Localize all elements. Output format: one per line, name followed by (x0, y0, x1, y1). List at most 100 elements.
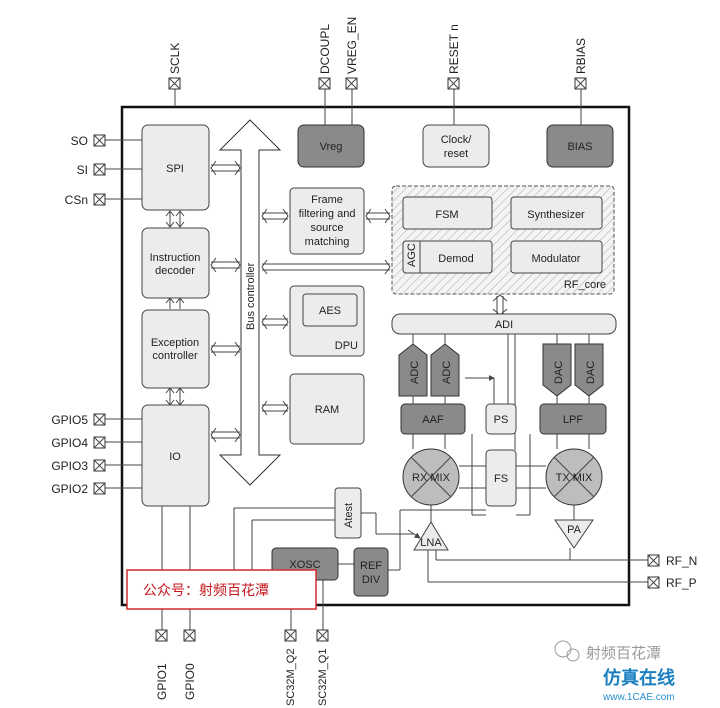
pin-label-gpio4: GPIO4 (51, 436, 88, 450)
pin-label-vreg-en: VREG_EN (345, 17, 359, 74)
logo-cn: 仿真在线 (603, 667, 675, 688)
watermark: 射频百花潭 (554, 640, 661, 662)
pin-dcoupl: DCOUPL (318, 24, 332, 125)
pin-label-rf-n: RF_N (666, 554, 697, 568)
fs-label: FS (494, 473, 508, 485)
pin-label-resetn: RESET n (447, 24, 461, 74)
decoder-exception-link (165, 297, 185, 309)
frame-label-2: filtering and (299, 208, 356, 220)
tx-mixer: TX MIX (545, 448, 603, 506)
pin-csn: CSn (65, 193, 142, 207)
pin-label-xosc-q2: SC32M_Q2 (285, 649, 297, 706)
bus-controller-arrow (218, 119, 282, 486)
lna-amp (413, 521, 449, 551)
pin-gpio4: GPIO4 (51, 436, 142, 450)
pin-label-so: SO (71, 134, 88, 148)
ram-label: RAM (315, 404, 339, 416)
tx-mixer-label: TX MIX (556, 472, 593, 484)
pin-gpio2: GPIO2 (51, 482, 142, 496)
aes-label: AES (319, 305, 341, 317)
clock-reset-label-2: reset (444, 148, 468, 160)
pin-rf-n: RF_N (570, 554, 697, 568)
pin-gpio0: GPIO0 (183, 506, 197, 700)
ps-block (485, 403, 517, 435)
pin-sclk: SCLK (168, 43, 182, 107)
exception-controller-block (141, 309, 210, 389)
io-label: IO (169, 451, 181, 463)
pin-gpio3: GPIO3 (51, 459, 142, 473)
aes-block (302, 293, 358, 327)
exception-controller-label-1: Exception (151, 337, 199, 349)
demod-block (402, 240, 493, 274)
instruction-decoder-label-1: Instruction (150, 252, 201, 264)
lpf-block (539, 403, 607, 435)
dac-1-label: DAC (553, 361, 565, 384)
banner-text: 公众号：射频百花潭 (143, 582, 269, 598)
ram-block (289, 373, 365, 445)
bias-block (546, 124, 614, 168)
pa-label: PA (567, 524, 582, 536)
exception-bus-arrow (210, 341, 241, 357)
frame-label-1: Frame (311, 194, 343, 206)
pin-label-csn: CSn (65, 193, 88, 207)
rx-mixer-label: RX MIX (412, 472, 451, 484)
dac-2: DAC (574, 343, 604, 397)
vreg-block (297, 124, 365, 168)
rf-core-label: RF_core (564, 279, 606, 291)
synthesizer-label: Synthesizer (527, 209, 585, 221)
pin-label-si: SI (77, 163, 88, 177)
ref-div-label-2: DIV (362, 574, 381, 586)
pin-label-rbias: RBIAS (574, 38, 588, 74)
modulator-block (510, 240, 603, 274)
pin-resetn: RESET n (447, 24, 461, 125)
bus-controller-label: Bus controller (245, 262, 257, 330)
pin-rf-p: RF_P (428, 576, 697, 590)
dac-2-label: DAC (585, 361, 597, 384)
bus-dpu-arrow (261, 314, 289, 330)
ref-div-block (353, 547, 389, 597)
io-block (141, 404, 210, 507)
dac-1: DAC (542, 343, 572, 397)
spi-block (141, 124, 210, 211)
pin-label-gpio3: GPIO3 (51, 459, 88, 473)
adc-1-label: ADC (409, 361, 421, 384)
modulator-label: Modulator (532, 253, 581, 265)
logo-url: www.1CAE.com (602, 692, 675, 703)
aaf-label: AAF (422, 414, 444, 426)
adc-2-label: ADC (441, 361, 453, 384)
spi-bus-arrow (210, 160, 241, 176)
lpf-label: LPF (563, 414, 583, 426)
ps-label: PS (494, 414, 509, 426)
pin-vreg-en: VREG_EN (345, 17, 359, 125)
xosc-label: XOSC (289, 559, 320, 571)
spi-label: SPI (166, 163, 184, 175)
pin-label-gpio1: GPIO1 (155, 663, 169, 700)
pin-label-xosc-q1: SC32M_Q1 (317, 649, 329, 706)
pin-si: SI (77, 163, 142, 177)
adi-label: ADI (495, 319, 513, 331)
synthesizer-block (510, 196, 603, 230)
pin-label-gpio0: GPIO0 (183, 663, 197, 700)
fs-block (485, 449, 517, 507)
pin-label-sclk: SCLK (168, 43, 182, 74)
atest-label: Atest (343, 503, 355, 528)
frame-label-4: matching (305, 236, 350, 248)
adi-bus (391, 313, 617, 335)
ref-div-label-1: REF (360, 560, 382, 572)
instruction-decoder-label-2: decoder (155, 265, 195, 277)
vreg-label: Vreg (320, 141, 343, 153)
rx-mixer: RX MIX (402, 448, 460, 506)
banner-box (126, 569, 317, 610)
site-logo: 仿真在线 www.1CAE.com (602, 667, 675, 703)
exception-controller-label-2: controller (152, 350, 198, 362)
rfcore-adi-arrow (492, 294, 508, 316)
pin-label-dcoupl: DCOUPL (318, 24, 332, 74)
adc-2: ADC (430, 343, 460, 397)
clock-reset-label-1: Clock/ (441, 134, 473, 146)
bus-ram-arrow (261, 400, 289, 416)
pin-so: SO (71, 134, 142, 148)
demod-label: Demod (438, 253, 473, 265)
lna-label: LNA (420, 537, 442, 549)
dpu-label: DPU (335, 340, 358, 352)
fsm-block (402, 196, 493, 230)
